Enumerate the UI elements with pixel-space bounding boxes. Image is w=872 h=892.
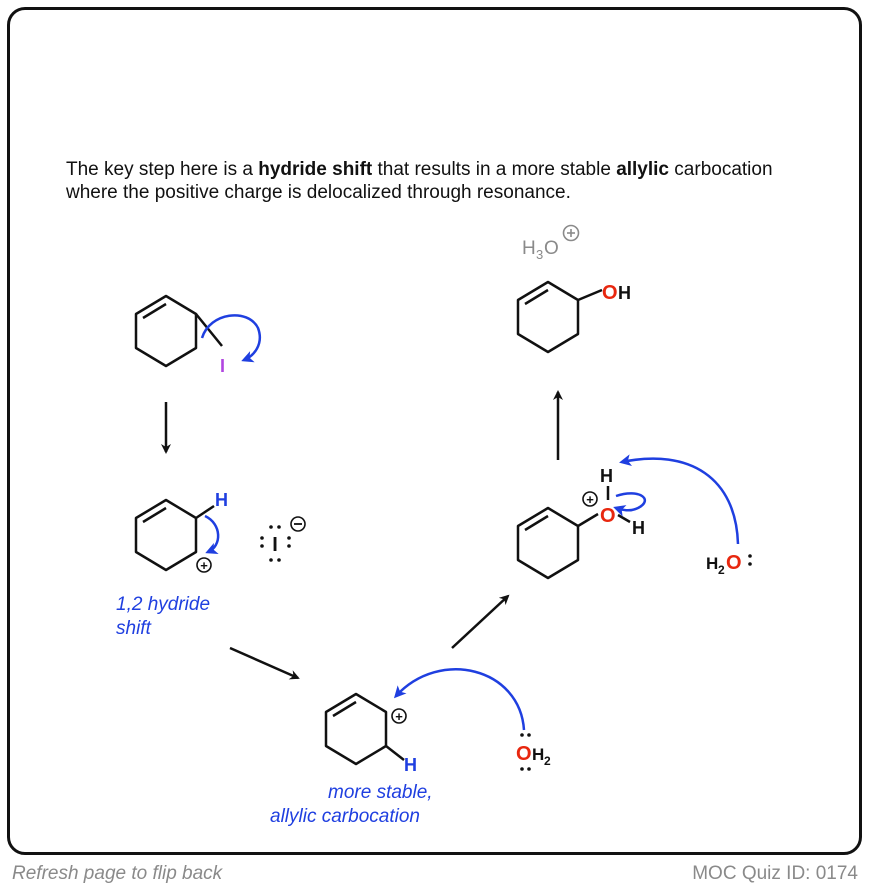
plus-charge-icon: + (196, 557, 212, 573)
oxonium-h-right-label: H (632, 518, 645, 538)
oxonium-h-top-label: H (600, 466, 613, 486)
plus-charge-icon: + (582, 491, 598, 507)
iodocyclohexene-molecule (134, 294, 223, 368)
hydronium-ion: H 3 O (522, 224, 580, 262)
oxonium-oxygen-label: O (600, 505, 616, 527)
water-base: H 2 O (706, 552, 752, 577)
intro-bold-hydride-shift: hydride shift (258, 159, 373, 180)
svg-text:O: O (726, 552, 742, 574)
secondary-carbocation-molecule (134, 498, 215, 572)
reaction-arrow-icon (451, 594, 510, 649)
iodide-ion: I (260, 516, 306, 562)
svg-text:O: O (516, 743, 532, 765)
svg-text:H: H (706, 554, 718, 573)
iodine-label: I (220, 356, 225, 376)
svg-text:2: 2 (718, 563, 725, 577)
oxonium-molecule (516, 486, 631, 580)
svg-text:+: + (586, 492, 594, 507)
allylic-carbocation-molecule (324, 692, 405, 766)
content-card (7, 7, 862, 855)
minus-charge-icon (290, 516, 306, 532)
hydroxyl-oxygen-label: O (602, 282, 618, 304)
reaction-arrow-icon (229, 646, 300, 680)
svg-text:+: + (395, 709, 403, 724)
hydrogen-label: H (404, 755, 417, 775)
hydride-h-label: H (215, 490, 228, 510)
intro-text-part: carbocation where the positive charge is… (66, 159, 773, 203)
svg-text:H: H (522, 238, 536, 259)
water-nucleophile: O H 2 (516, 733, 551, 771)
curved-arrow-icon (613, 492, 646, 517)
svg-text:O: O (544, 238, 559, 259)
svg-text:H: H (532, 745, 544, 764)
refresh-hint[interactable]: Refresh page to flip back (12, 863, 223, 884)
curved-arrow-icon (393, 668, 526, 731)
curved-arrow-icon (619, 454, 740, 545)
svg-text:+: + (200, 558, 208, 573)
svg-text:3: 3 (536, 247, 543, 262)
svg-text:2: 2 (544, 754, 551, 768)
plus-charge-icon: + (391, 708, 407, 724)
allylic-caption: allylic carbocation (270, 806, 420, 827)
intro-text-part: that results in a more stable (372, 159, 617, 180)
allylic-caption: more stable, (328, 782, 433, 803)
plus-charge-icon (562, 224, 580, 242)
curved-arrow-icon (200, 314, 261, 363)
intro-bold-allylic: allylic (616, 159, 670, 180)
intro-text: The key step here is a hydride shift tha… (66, 158, 826, 204)
svg-text:I: I (272, 534, 278, 556)
curved-arrow-icon (204, 514, 220, 554)
intro-text-part: The key step here is a (66, 159, 259, 180)
hydroxyl-h-label: H (618, 283, 631, 303)
quiz-id: MOC Quiz ID: 0174 (692, 863, 858, 884)
hydride-shift-caption: 1,2 hydride (116, 594, 210, 615)
cyclohexenol-molecule (516, 280, 603, 354)
hydride-shift-caption: shift (116, 618, 152, 639)
